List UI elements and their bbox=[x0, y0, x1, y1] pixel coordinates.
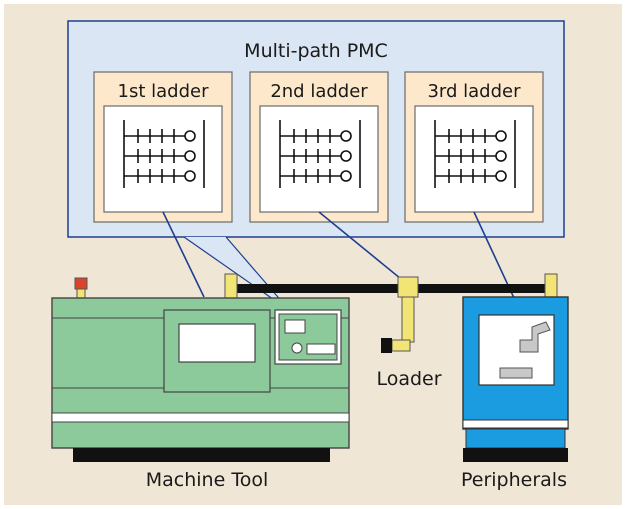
rail-post-right bbox=[544, 273, 558, 299]
ladder-label-2: 2nd ladder bbox=[270, 81, 368, 102]
machine-window bbox=[178, 323, 256, 363]
ladder-panel-1: 1st ladder bbox=[93, 71, 233, 223]
machine-base bbox=[73, 448, 330, 462]
ladder-label-1: 1st ladder bbox=[118, 81, 210, 102]
peripheral-device bbox=[462, 296, 569, 462]
cnc-knob-icon bbox=[291, 342, 303, 354]
machine-tool-label: Machine Tool bbox=[146, 469, 268, 491]
pmc-title: Multi-path PMC bbox=[244, 40, 388, 62]
ladder-panel-3: 3rd ladder bbox=[404, 71, 544, 223]
loader bbox=[381, 276, 419, 353]
link-ladder3-peripheral bbox=[473, 211, 515, 299]
ladder-diagram-icon bbox=[279, 120, 361, 188]
cnc-keypad-icon bbox=[306, 343, 336, 355]
link-ladder1-machine bbox=[162, 211, 205, 298]
rail-post-left bbox=[224, 273, 238, 299]
peripherals-label: Peripherals bbox=[461, 469, 567, 491]
gantry-rail bbox=[232, 284, 552, 293]
cnc-screen-icon bbox=[284, 319, 306, 334]
machine-tool bbox=[51, 277, 350, 462]
ladder-label-3: 3rd ladder bbox=[427, 81, 521, 102]
indicator-light bbox=[74, 277, 88, 290]
ladder-diagram-icon bbox=[123, 120, 205, 188]
link-ladder2-loader bbox=[318, 211, 407, 284]
ladder-diagram-icon bbox=[434, 120, 516, 188]
ladder-panel-2: 2nd ladder bbox=[249, 71, 389, 223]
peripheral-base bbox=[463, 448, 568, 462]
robot-arm-icon bbox=[519, 321, 551, 353]
loader-label: Loader bbox=[376, 368, 441, 390]
